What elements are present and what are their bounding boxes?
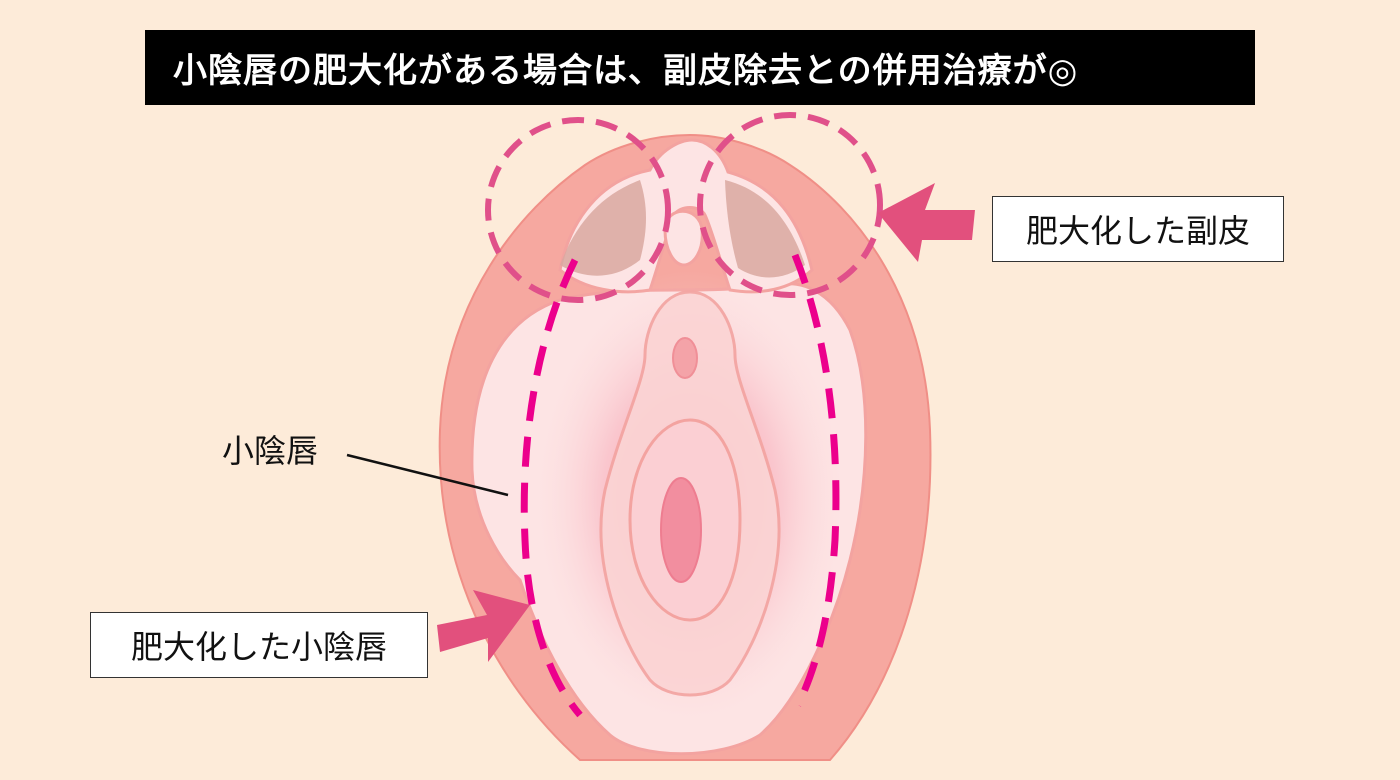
hood-circle-left	[485, 117, 671, 303]
urethra-shape	[672, 337, 698, 379]
hypertrophic-labia-label: 肥大化した小陰唇	[90, 612, 428, 678]
hood-shade-left	[560, 180, 646, 276]
hood-circle-right	[697, 112, 883, 298]
labia-arrow	[437, 590, 530, 662]
hood-arrow	[878, 183, 975, 262]
labia-dash-left	[520, 258, 583, 718]
hood-shade-right	[725, 180, 805, 278]
labia-minora-label: 小陰唇	[222, 432, 319, 470]
labia-leader-line	[346, 453, 509, 497]
labia-dash-right	[791, 253, 840, 707]
page-title: 小陰唇の肥大化がある場合は、副皮除去との併用治療が◎	[145, 30, 1255, 105]
hood-label: 肥大化した副皮	[992, 196, 1284, 262]
vaginal-opening-shape	[660, 477, 702, 583]
clitoris-shape	[663, 209, 704, 267]
